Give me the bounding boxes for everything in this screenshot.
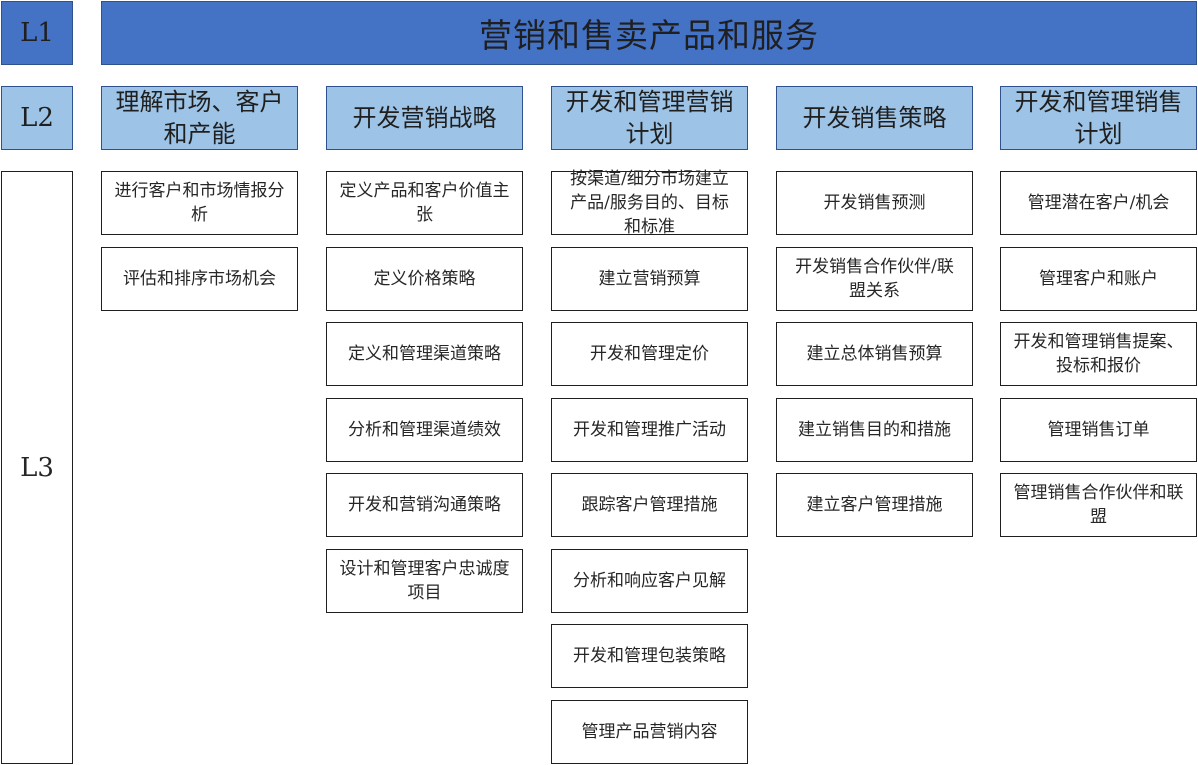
l2-header-2: 开发营销战略 — [326, 86, 523, 150]
l3-activity-text: 分析和管理渠道绩效 — [348, 420, 501, 440]
l3-activity-2-6: 设计和管理客户忠诚度项目 — [326, 549, 523, 613]
l3-activity-5-3: 开发和管理销售提案、投标和报价 — [1000, 322, 1197, 386]
l3-activity-1-1: 进行客户和市场情报分析 — [101, 171, 298, 235]
level-l3-text: L3 — [20, 452, 54, 483]
l3-activity-text: 开发和管理定价 — [590, 344, 709, 364]
l3-activity-4-4: 建立销售目的和措施 — [776, 398, 973, 462]
l3-activity-4-2: 开发销售合作伙伴/联盟关系 — [776, 247, 973, 311]
l3-activity-text: 建立总体销售预算 — [806, 344, 943, 364]
l3-activity-text: 管理客户和账户 — [1039, 269, 1158, 289]
l3-activity-3-3: 开发和管理定价 — [551, 322, 748, 386]
l3-activity-text: 按渠道/细分市场建立产品/服务目的、目标和标准 — [570, 169, 729, 237]
l3-activity-3-5: 跟踪客户管理措施 — [551, 473, 748, 537]
l3-activity-3-7: 开发和管理包装策略 — [551, 624, 748, 688]
l3-activity-5-4: 管理销售订单 — [1000, 398, 1197, 462]
level-l2-text: L2 — [20, 103, 54, 133]
l3-activity-text: 管理销售订单 — [1047, 420, 1150, 440]
l1-process-text: 营销和售卖产品和服务 — [479, 16, 819, 55]
l2-header-text: 开发和管理营销计划 — [565, 88, 734, 148]
l3-activity-text: 评估和排序市场机会 — [123, 269, 276, 289]
l3-activity-5-1: 管理潜在客户/机会 — [1000, 171, 1197, 235]
l3-activity-5-2: 管理客户和账户 — [1000, 247, 1197, 311]
l2-header-text: 开发销售策略 — [802, 104, 947, 132]
l3-activity-text: 跟踪客户管理措施 — [581, 495, 718, 515]
level-l1-label: L1 — [1, 1, 73, 65]
l3-activity-4-5: 建立客户管理措施 — [776, 473, 973, 537]
l3-activity-4-1: 开发销售预测 — [776, 171, 973, 235]
l3-activity-text: 开发和管理推广活动 — [573, 420, 726, 440]
l3-activity-text: 定义价格策略 — [373, 269, 476, 289]
l3-activity-5-5: 管理销售合作伙伴和联盟 — [1000, 473, 1197, 537]
l3-activity-text: 建立营销预算 — [598, 269, 701, 289]
level-l3-label: L3 — [1, 171, 73, 764]
l2-header-4: 开发销售策略 — [776, 86, 973, 150]
level-l2-label: L2 — [1, 86, 73, 150]
l2-header-text: 开发和管理销售计划 — [1014, 88, 1183, 148]
l3-activity-text: 建立销售目的和措施 — [798, 420, 951, 440]
l3-activity-3-8: 管理产品营销内容 — [551, 700, 748, 764]
l3-activity-text: 定义产品和客户价值主张 — [339, 181, 510, 225]
l3-activity-3-4: 开发和管理推广活动 — [551, 398, 748, 462]
l3-activity-2-5: 开发和营销沟通策略 — [326, 473, 523, 537]
l3-activity-3-1: 按渠道/细分市场建立产品/服务目的、目标和标准 — [551, 169, 748, 237]
l3-activity-3-2: 建立营销预算 — [551, 247, 748, 311]
l3-activity-text: 开发销售预测 — [823, 193, 926, 213]
l3-activity-text: 建立客户管理措施 — [806, 495, 943, 515]
l2-header-text: 开发营销战略 — [352, 104, 497, 132]
l3-activity-text: 管理产品营销内容 — [581, 722, 718, 742]
l2-header-1: 理解市场、客户和产能 — [101, 86, 298, 150]
l3-activity-text: 定义和管理渠道策略 — [348, 344, 501, 364]
l3-activity-4-3: 建立总体销售预算 — [776, 322, 973, 386]
l3-activity-2-3: 定义和管理渠道策略 — [326, 322, 523, 386]
l2-header-5: 开发和管理销售计划 — [1000, 86, 1197, 150]
level-l1-text: L1 — [20, 18, 54, 48]
l3-activity-text: 分析和响应客户见解 — [573, 571, 726, 591]
l3-activity-text: 管理潜在客户/机会 — [1027, 193, 1170, 213]
l1-process-title: 营销和售卖产品和服务 — [101, 1, 1197, 65]
l3-activity-text: 开发销售合作伙伴/联盟关系 — [795, 257, 954, 301]
l3-activity-2-2: 定义价格策略 — [326, 247, 523, 311]
l3-activity-text: 开发和营销沟通策略 — [348, 495, 501, 515]
l3-activity-text: 设计和管理客户忠诚度项目 — [339, 559, 510, 603]
l2-header-3: 开发和管理营销计划 — [551, 86, 748, 150]
l3-activity-1-2: 评估和排序市场机会 — [101, 247, 298, 311]
l3-activity-3-6: 分析和响应客户见解 — [551, 549, 748, 613]
l3-activity-text: 开发和管理包装策略 — [573, 646, 726, 666]
l3-activity-text: 开发和管理销售提案、投标和报价 — [1013, 332, 1184, 376]
l3-activity-2-1: 定义产品和客户价值主张 — [326, 171, 523, 235]
l3-activity-2-4: 分析和管理渠道绩效 — [326, 398, 523, 462]
l3-activity-text: 管理销售合作伙伴和联盟 — [1013, 483, 1184, 527]
l2-header-text: 理解市场、客户和产能 — [115, 88, 284, 148]
l3-activity-text: 进行客户和市场情报分析 — [114, 181, 285, 225]
